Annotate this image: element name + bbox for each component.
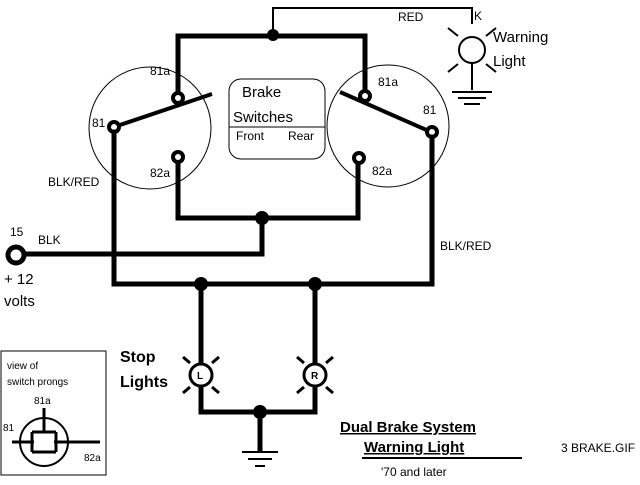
ground-symbol bbox=[452, 91, 492, 105]
bottom-loop-wire bbox=[175, 155, 361, 221]
diagram-subtitle: Warning Light bbox=[364, 439, 464, 456]
front-switch-arm bbox=[116, 92, 213, 128]
front-82a-label: 82a bbox=[150, 166, 170, 180]
diagram-title: Dual Brake System bbox=[340, 419, 476, 436]
stop-label: Stop bbox=[120, 349, 156, 366]
warning-light bbox=[447, 27, 497, 105]
blk-label: BLK bbox=[38, 233, 61, 247]
file-label: 3 BRAKE.GIF bbox=[561, 441, 635, 455]
rear-82a-terminal bbox=[352, 151, 366, 165]
blk-supply-wire bbox=[19, 215, 265, 257]
rear-label: Rear bbox=[288, 129, 314, 143]
front-81a-label: 81a bbox=[150, 64, 170, 78]
switches-label: Switches bbox=[233, 109, 293, 126]
blk-red-right-label: BLK/RED bbox=[440, 239, 492, 253]
front-81-label: 81 bbox=[92, 116, 106, 130]
brake-label: Brake bbox=[242, 84, 281, 101]
rear-81-label: 81 bbox=[423, 103, 437, 117]
stop-lamp-right: R bbox=[296, 355, 334, 395]
red-label: RED bbox=[398, 10, 424, 24]
red-wire bbox=[272, 7, 473, 34]
warning-label-line1: Warning bbox=[493, 29, 548, 46]
rear-switch-housing bbox=[326, 64, 450, 188]
front-switch-housing bbox=[88, 66, 212, 190]
blk-red-left-label: BLK/RED bbox=[48, 175, 100, 189]
lamp-r-label: R bbox=[311, 371, 319, 382]
front-label: Front bbox=[236, 129, 265, 143]
ground-symbol bbox=[242, 451, 278, 467]
front-81-wire bbox=[111, 129, 435, 287]
plus12-label: + 12 bbox=[4, 271, 34, 288]
rear-81a-terminal bbox=[358, 89, 372, 103]
inset-81-label: 81 bbox=[3, 423, 15, 434]
volts-label: volts bbox=[4, 293, 35, 310]
front-82a-terminal bbox=[171, 150, 185, 164]
inset-82a-label: 82a bbox=[84, 453, 101, 464]
brake-switches-box bbox=[228, 78, 326, 160]
warning-label-line2: Light bbox=[493, 53, 526, 70]
k-label: K bbox=[474, 9, 482, 23]
front-81a-terminal bbox=[171, 91, 185, 105]
rear-82a-label: 82a bbox=[372, 164, 392, 178]
inset-81a-label: 81a bbox=[34, 396, 51, 407]
inset-line2: switch prongs bbox=[7, 377, 68, 388]
date-note: '70 and later bbox=[381, 465, 447, 479]
switch-prongs-inset: view of switch prongs 81a 81 82a bbox=[0, 350, 107, 476]
terminal-15-label: 15 bbox=[10, 225, 24, 239]
stop-lamp-left: L bbox=[182, 355, 220, 395]
rear-switch-arm bbox=[339, 90, 432, 134]
rear-81a-label: 81a bbox=[378, 75, 398, 89]
lamp-l-label: L bbox=[197, 371, 203, 382]
battery-terminal bbox=[5, 244, 27, 266]
lights-label: Lights bbox=[120, 374, 168, 391]
inset-line1: view of bbox=[7, 361, 38, 372]
